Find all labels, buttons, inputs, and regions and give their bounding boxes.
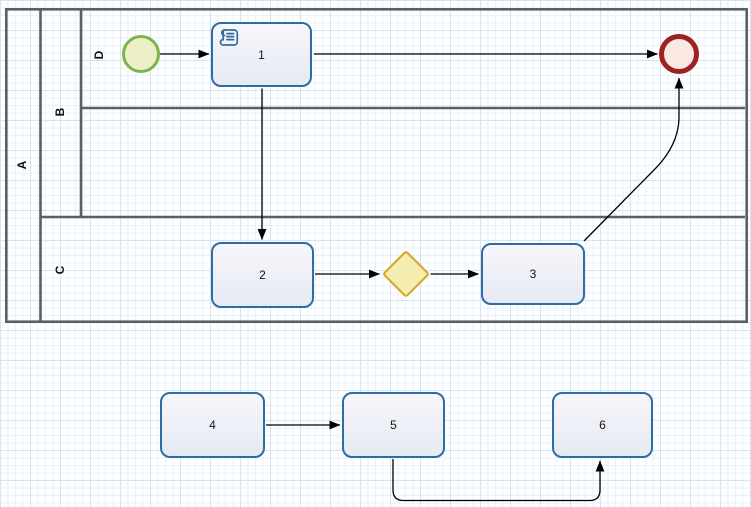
start-event[interactable] <box>122 35 160 73</box>
task-3-label: 3 <box>529 267 537 281</box>
task-1-label: 1 <box>258 47 265 62</box>
task-2[interactable]: 2 <box>211 242 314 308</box>
edge-task5-to-task6[interactable] <box>392 459 605 502</box>
script-icon <box>219 29 239 46</box>
task-4[interactable]: 4 <box>160 392 265 458</box>
task-6-label: 6 <box>599 418 606 432</box>
task-1[interactable]: 1 <box>211 22 312 87</box>
task-3[interactable]: 3 <box>481 243 585 305</box>
pool-boundary[interactable] <box>5 8 749 323</box>
sublane-label-d[interactable]: D <box>92 50 106 60</box>
task-2-label: 2 <box>259 268 266 282</box>
task-5-label: 5 <box>390 418 397 432</box>
edge-task3-to-end[interactable] <box>583 77 684 242</box>
task-6[interactable]: 6 <box>552 392 653 458</box>
task-4-label: 4 <box>209 418 216 432</box>
lane-label-c[interactable]: C <box>53 265 67 275</box>
task-5[interactable]: 5 <box>342 392 445 458</box>
end-event[interactable] <box>659 34 699 74</box>
pool-label[interactable]: A <box>15 160 29 170</box>
lane-label-b[interactable]: B <box>53 107 67 117</box>
